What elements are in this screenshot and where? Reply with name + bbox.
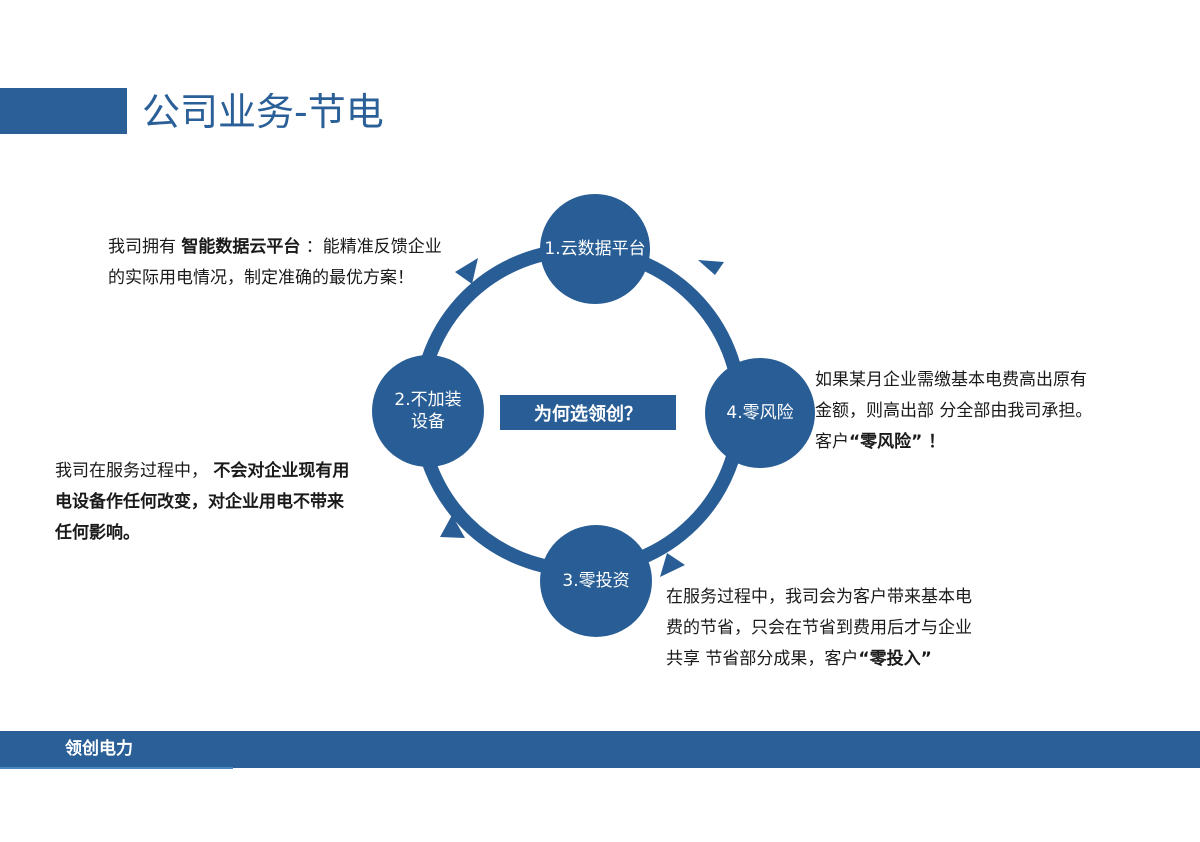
text-cloud-platform: 我司拥有 智能数据云平台 ：能精准反馈企业 的实际用电情况，制定准确的最优方案！ [108, 237, 442, 288]
text-zero-risk: 如果某月企业需缴基本电费高出原有 金额，则高出部 分全部由我司承担。 客户“零风… [815, 370, 1093, 452]
footer-accent-line [0, 767, 233, 769]
node-zero-investment: 3.零投资 [540, 525, 652, 637]
arrow-icon [698, 260, 724, 275]
text-no-equipment: 我司在服务过程中， 不会对企业现有用 电设备作任何改变，对企业用电不带来 任何影… [55, 461, 350, 543]
node-no-equipment: 2.不加装设备 [372, 355, 484, 467]
node-cloud-platform: 1.云数据平台 [540, 194, 650, 304]
node-label: 1.云数据平台 [544, 239, 646, 259]
page-title: 公司业务-节电 [142, 90, 384, 134]
node-zero-risk: 4.零风险 [705, 358, 815, 468]
node-label: 3.零投资 [562, 571, 630, 591]
center-label: 为何选领创？ [500, 395, 676, 430]
footer-brand: 领创电力 [65, 739, 133, 759]
footer-bar [0, 731, 1200, 768]
arrow-icon [660, 553, 685, 577]
arrow-icon [455, 258, 478, 284]
text-zero-investment: 在服务过程中，我司会为客户带来基本电 费的节省，只会在节省到费用后才与企业 共享… [666, 587, 972, 669]
title-accent-bar [0, 88, 127, 134]
node-label: 4.零风险 [726, 403, 794, 423]
arrow-icon [440, 515, 465, 538]
node-label: 2.不加装设备 [394, 390, 462, 432]
cycle-diagram: 1.云数据平台 2.不加装设备 3.零投资 4.零风险 [360, 180, 815, 640]
